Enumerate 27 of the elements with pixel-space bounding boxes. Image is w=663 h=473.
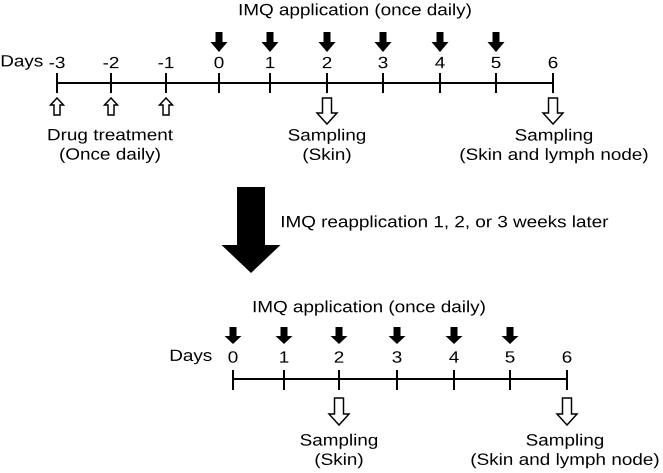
tick-label: 1 (280, 351, 288, 363)
tick-label: 6 (562, 351, 572, 363)
tick-label: 0 (228, 351, 238, 363)
axis-label: Days (170, 350, 212, 364)
event-label: Sampling (Skin) (288, 128, 366, 164)
tick-label: 5 (506, 351, 514, 363)
event-label: Sampling (Skin and lymph node) (460, 128, 648, 164)
event-label: Sampling (Skin and lymph node) (472, 434, 658, 468)
arrow-label: IMQ reapplication 1, 2, or 3 weeks later (282, 215, 608, 231)
annotation: IMQ application (once daily) (240, 3, 471, 19)
axis-label: Days (2, 55, 43, 70)
tick-label: 2 (322, 56, 332, 68)
event-label: Sampling (Skin) (300, 434, 378, 468)
tick-label: 1 (266, 56, 274, 68)
tick-label: -2 (103, 56, 118, 68)
tick-label: 3 (378, 56, 388, 68)
tick-label: 4 (435, 56, 445, 68)
tick-label: -1 (158, 56, 174, 68)
tick-label: 6 (548, 56, 558, 68)
annotation: IMQ application (once daily) (254, 300, 485, 316)
tick-label: 4 (449, 351, 459, 363)
tick-label: 5 (492, 56, 500, 68)
tick-label: -3 (49, 56, 65, 68)
tick-label: 2 (334, 351, 344, 363)
tick-label: 0 (214, 56, 224, 68)
event-label: Drug treatment (Once daily) (48, 129, 173, 163)
tick-label: 3 (392, 351, 402, 363)
